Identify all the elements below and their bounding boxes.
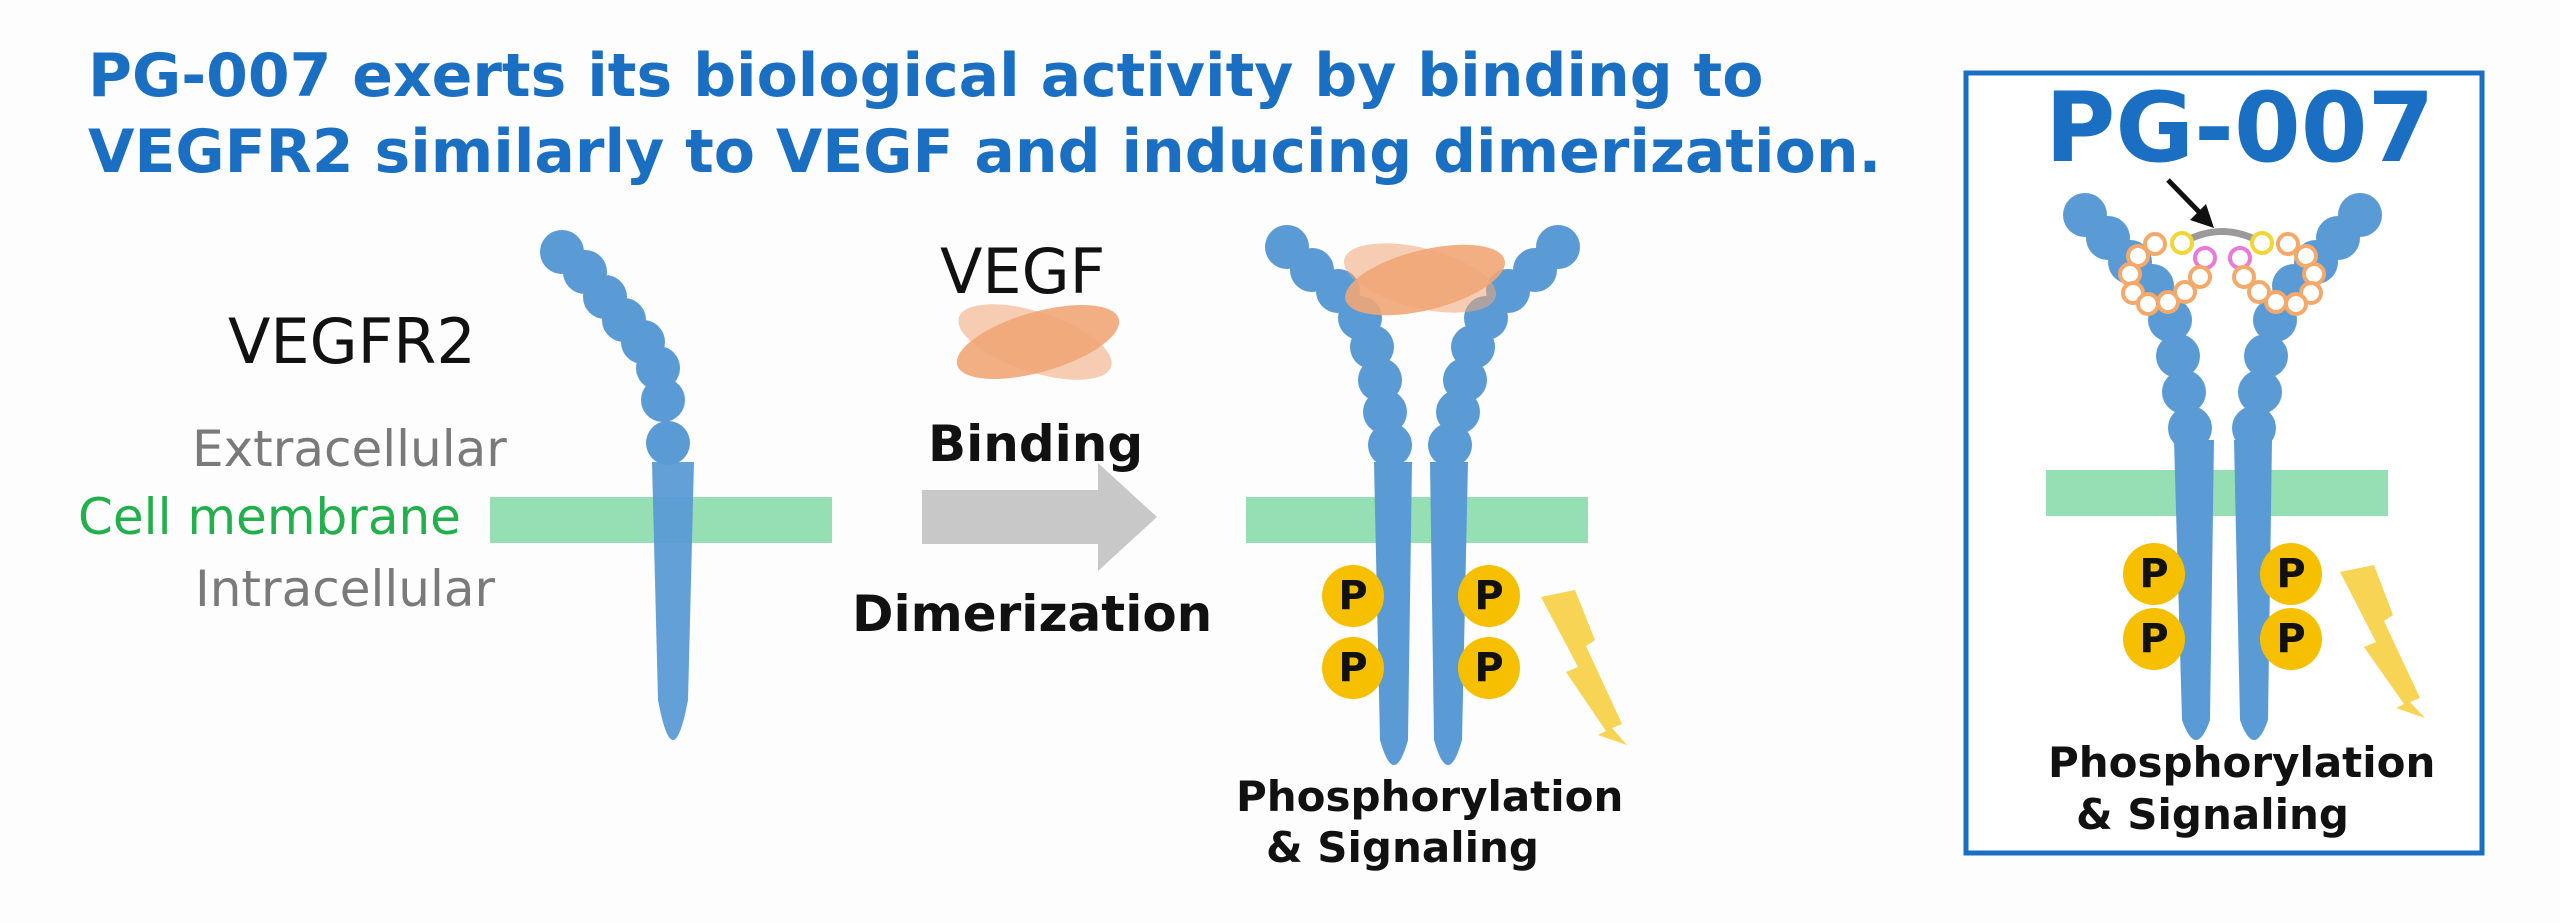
phospho-badge: P	[2123, 608, 2185, 670]
title-line-2: VEGFR2 similarly to VEGF and inducing di…	[88, 117, 1882, 187]
vegf-label: VEGF	[940, 235, 1106, 308]
process-arrow	[922, 463, 1157, 571]
intracellular-label: Intracellular	[195, 560, 496, 618]
phospho-badge: P	[2123, 543, 2185, 605]
vegfr2-dimer	[1265, 225, 1580, 765]
binding-label: Binding	[928, 415, 1144, 473]
extracellular-label: Extracellular	[192, 420, 507, 478]
dimer-caption-line-1: Phosphorylation	[1236, 772, 1624, 821]
lightning-icon	[1541, 590, 1627, 745]
pg007-heading: PG-007	[2045, 72, 2435, 184]
pg007-caption-line-2: & Signaling	[2076, 790, 2349, 839]
phospho-badge: P	[1322, 637, 1384, 699]
dimerization-label: Dimerization	[852, 585, 1213, 643]
phospho-badge: P	[1458, 637, 1520, 699]
dimer-caption-line-2: & Signaling	[1266, 823, 1539, 872]
pg007-caption-line-1: Phosphorylation	[2048, 738, 2436, 787]
vegf-ligand	[956, 304, 1120, 380]
pointer-arrow-icon	[2166, 178, 2214, 228]
membrane-bar-pg007	[2046, 470, 2388, 516]
title-line-1: PG-007 exerts its biological activity by…	[88, 41, 1764, 111]
pg007-peptide-dimer	[2118, 228, 2326, 316]
lightning-icon-pg007	[2340, 565, 2425, 718]
pg007-frame	[1963, 70, 2485, 856]
phospho-badge: P	[1322, 565, 1384, 627]
phospho-badge: P	[2260, 543, 2322, 605]
vegf-bound	[1343, 243, 1505, 316]
membrane-bar-dimer	[1246, 497, 1588, 543]
phospho-badge: P	[2260, 608, 2322, 670]
phospho-badge: P	[1458, 565, 1520, 627]
vegfr2-monomer	[540, 230, 694, 740]
page-title: PG-007 exerts its biological activity by…	[88, 38, 1881, 190]
cell-membrane-label: Cell membrane	[78, 488, 461, 546]
vegfr2-label: VEGFR2	[228, 305, 476, 378]
